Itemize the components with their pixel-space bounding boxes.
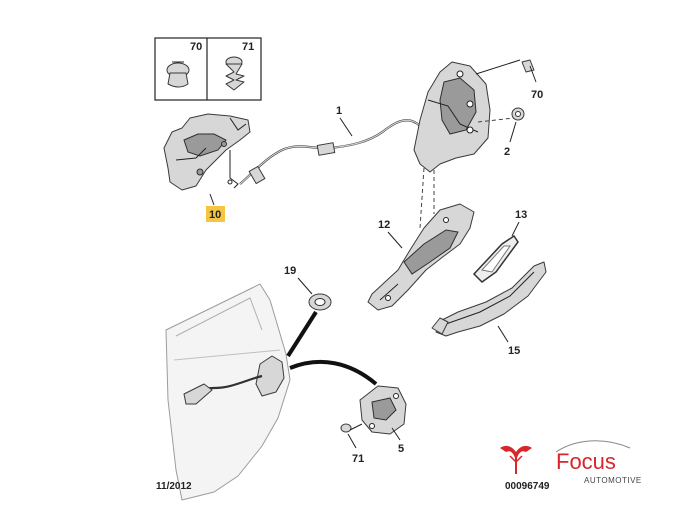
label-lock-screw: 70: [531, 89, 543, 101]
brand-subtitle: AUTOMOTIVE: [584, 476, 642, 485]
bushing-icon: [509, 107, 525, 143]
label-handle: 15: [508, 345, 520, 357]
focus-automotive-logo: Focus AUTOMOTIVE: [500, 440, 642, 485]
grommet-leader: [297, 277, 313, 295]
gasket-leader: [511, 221, 520, 237]
label-gasket: 13: [515, 209, 527, 221]
fastener-inset-box: 70 71: [154, 37, 262, 101]
cable-leader: [339, 117, 353, 137]
label-bracket: 12: [378, 219, 390, 231]
footer-date: 11/2012: [156, 481, 192, 492]
label-bushing: 2: [504, 146, 510, 158]
striker-leader: [391, 427, 401, 441]
pointer-striker-to-door: [289, 360, 378, 386]
grommet-icon: [308, 293, 332, 311]
label-screw-71-box: 71: [242, 41, 254, 53]
cable-part: [239, 119, 421, 185]
exterior-handle-part: [431, 261, 547, 337]
actuator-leader: [209, 193, 215, 206]
label-striker: 5: [398, 443, 404, 455]
label-striker-screw: 71: [352, 453, 364, 465]
handle-bracket-part: [367, 203, 475, 311]
handle-leader: [497, 325, 509, 343]
lock-screw-70-icon: [521, 59, 537, 83]
screw-70-icon: [166, 61, 190, 88]
lock-mechanism-part: [413, 59, 521, 229]
label-screw-70-box: 70: [190, 41, 202, 53]
gasket-part: [472, 234, 519, 283]
screw-71-icon: [225, 56, 245, 91]
label-grommet: 19: [284, 265, 296, 277]
footer-reference: 00096749: [505, 481, 550, 492]
door-striker-part: [359, 385, 407, 435]
pointer-grommet-to-door: [286, 310, 318, 358]
actuator-highlight: [206, 206, 225, 222]
brand-emblem-icon: [500, 445, 532, 474]
brand-name: Focus: [556, 449, 616, 474]
bracket-leader: [387, 231, 403, 249]
actuator-part: [163, 113, 251, 191]
rear-door-panel: [165, 283, 291, 501]
striker-screw-71-icon: [340, 423, 363, 449]
label-cable: 1: [336, 105, 342, 117]
label-actuator: 10: [209, 209, 221, 221]
